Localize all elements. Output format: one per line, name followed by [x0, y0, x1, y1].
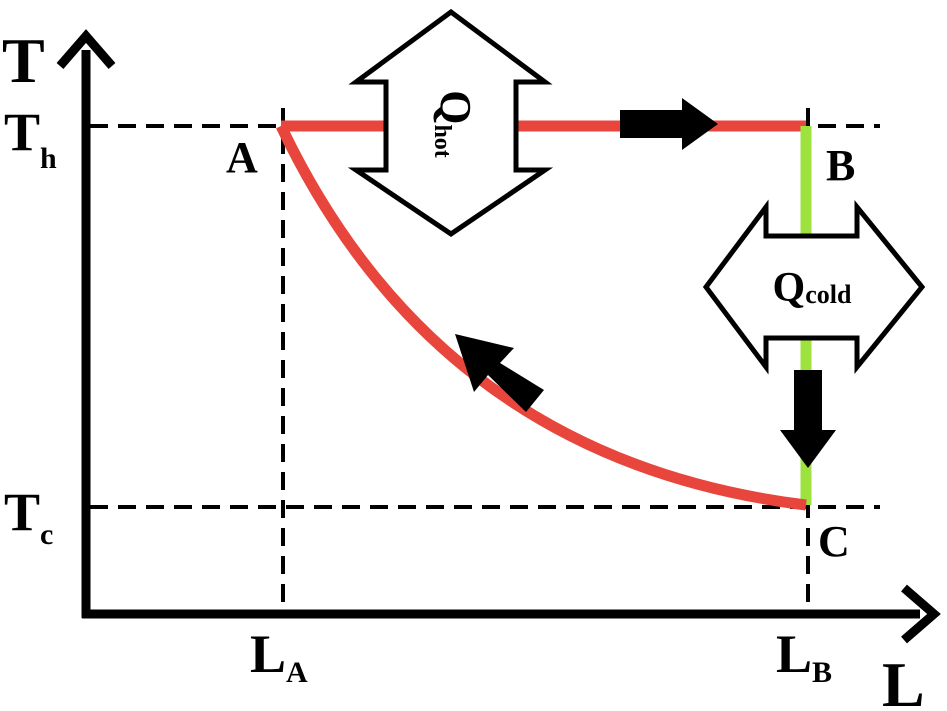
svg-text:Qhot: Qhot: [429, 90, 479, 158]
y-axis-arrowhead: [56, 29, 116, 69]
q-hot-subscript: hot: [429, 124, 455, 157]
q-cold-subscript: cold: [805, 280, 852, 309]
y-axis-title: T: [2, 25, 45, 96]
arrow-down-icon: [780, 370, 836, 468]
x-axis-arrowhead: [901, 584, 941, 644]
q-cold-arrow: Qcold: [702, 199, 926, 375]
svg-text:LB: LB: [776, 624, 832, 689]
svg-text:Qcold: Qcold: [773, 265, 852, 311]
th-tick-label: T: [4, 102, 40, 162]
point-c-label: C: [818, 517, 850, 566]
process-path-c-to-a: [276, 123, 807, 511]
lb-tick-label: L: [776, 624, 812, 684]
svg-text:LA: LA: [250, 624, 308, 689]
double-arrow-vertical-icon: [347, 8, 554, 238]
la-tick-label: L: [250, 624, 286, 684]
arrow-right-icon: [620, 98, 718, 150]
la-tick-subscript: A: [286, 656, 308, 689]
q-hot-label: Q: [431, 90, 480, 124]
svg-text:Th: Th: [4, 102, 57, 175]
point-b-label: B: [826, 141, 855, 190]
point-a-label: A: [226, 133, 258, 182]
lb-tick-subscript: B: [812, 656, 832, 689]
q-hot-arrow: Qhot: [347, 8, 554, 238]
double-arrow-horizontal-icon: [702, 199, 926, 375]
svg-text:Tc: Tc: [4, 482, 53, 551]
axes: [56, 29, 941, 644]
direction-arrows: [455, 98, 836, 468]
arrow-up-left-icon: [455, 334, 544, 412]
th-tick-subscript: h: [40, 142, 57, 175]
x-axis-title: L: [882, 649, 925, 711]
tc-tick-subscript: c: [40, 518, 53, 551]
tc-tick-label: T: [4, 482, 40, 542]
q-cold-label: Q: [773, 265, 806, 311]
